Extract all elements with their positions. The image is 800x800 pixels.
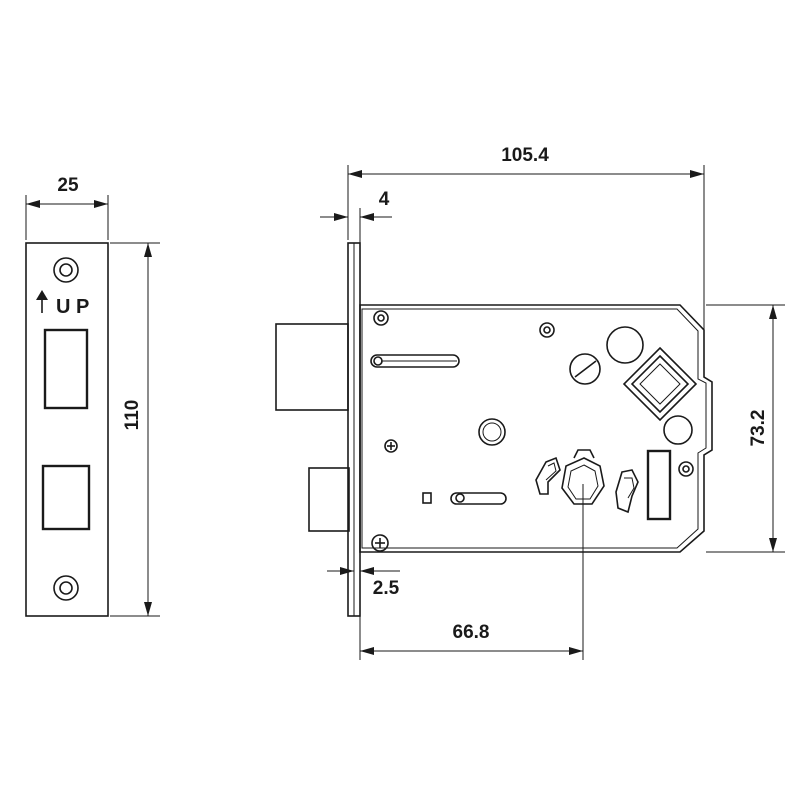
dimension-backset: 66.8 bbox=[359, 484, 584, 660]
cylinder-follower bbox=[622, 346, 698, 422]
case-screw-right bbox=[678, 461, 694, 477]
up-arrow-icon bbox=[36, 290, 48, 313]
faceplate-latch-slot bbox=[41, 464, 91, 531]
dimension-faceplate-height: 110 bbox=[110, 242, 160, 617]
top-pivot-circle bbox=[606, 326, 644, 364]
case-height-label: 73.2 bbox=[748, 410, 769, 447]
faceplate-top-screw-hole-inner bbox=[59, 263, 73, 277]
dimension-faceplate-width: 25 bbox=[25, 175, 109, 240]
latch-bolt bbox=[308, 467, 350, 532]
lock-body-view bbox=[275, 242, 713, 617]
case-screw-left-middle bbox=[384, 439, 398, 453]
case-screw-top-middle bbox=[539, 322, 555, 338]
dimension-forend-thickness: 4 bbox=[320, 189, 392, 243]
lock-case-outline bbox=[359, 304, 713, 553]
small-square-pin bbox=[422, 492, 432, 504]
center-spindle-ring bbox=[478, 418, 506, 446]
backset-label: 66.8 bbox=[453, 622, 490, 643]
faceplate-outline bbox=[25, 242, 109, 617]
deadbolt-guide-slot bbox=[370, 354, 460, 368]
overall-length-label: 105.4 bbox=[501, 145, 549, 166]
latch-lever-block bbox=[646, 449, 672, 521]
faceplate-up-marking: U P bbox=[56, 296, 89, 318]
faceplate-bottom-screw-hole-inner bbox=[59, 581, 73, 595]
latch-guide-slot bbox=[450, 492, 507, 505]
left-cam bbox=[535, 456, 561, 495]
right-pivot-circle bbox=[663, 415, 693, 445]
forend-offset-label: 2.5 bbox=[373, 578, 400, 599]
faceplate-height-label: 110 bbox=[122, 400, 143, 431]
dimension-forend-offset: 2.5 bbox=[327, 567, 400, 599]
right-cam bbox=[615, 469, 639, 514]
faceplate-width-label: 25 bbox=[57, 175, 79, 196]
dimension-case-height: 73.2 bbox=[706, 304, 785, 553]
dimension-overall-length: 105.4 bbox=[347, 145, 705, 330]
faceplate-view: U P bbox=[25, 242, 109, 617]
forend-thickness-label: 4 bbox=[379, 189, 390, 210]
faceplate-deadbolt-slot bbox=[43, 328, 89, 410]
deadbolt bbox=[275, 323, 349, 411]
slotted-screw bbox=[569, 353, 601, 385]
faceplate-bottom-screw-hole bbox=[53, 575, 79, 601]
faceplate-top-screw-hole bbox=[53, 257, 79, 283]
case-screw-bottom-left bbox=[371, 534, 389, 552]
case-screw-top-left bbox=[373, 310, 389, 326]
